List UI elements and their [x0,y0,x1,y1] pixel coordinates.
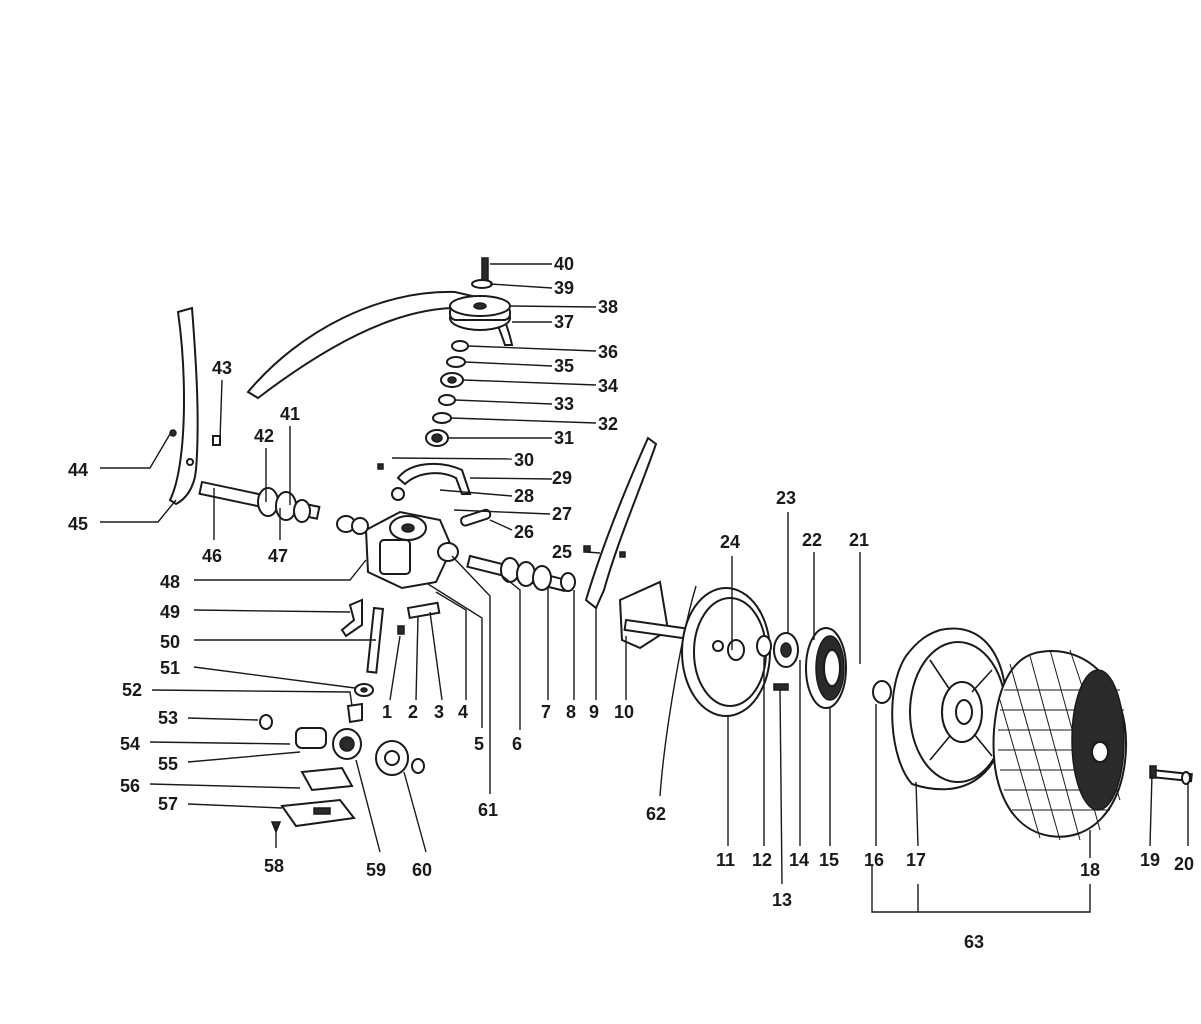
callout-51: 51 [160,658,180,678]
callout-22: 22 [802,530,822,550]
callout-25: 25 [552,542,572,562]
callout-33: 33 [554,394,574,414]
callout-20: 20 [1174,854,1194,874]
callout-38: 38 [598,297,618,317]
callout-24: 24 [720,532,740,552]
callout-49: 49 [160,602,180,622]
callout-41: 41 [280,404,300,424]
callout-18: 18 [1080,860,1100,880]
callout-1: 1 [382,702,392,722]
callout-34: 34 [598,376,618,396]
top-cap-stack [449,257,511,331]
parts-artwork [168,257,1193,841]
leader-lines [100,263,1189,913]
callout-60: 60 [412,860,432,880]
callout-54: 54 [120,734,140,754]
callout-47: 47 [268,546,288,566]
bracket-handle [396,462,472,495]
callout-3: 3 [434,702,444,722]
callout-19: 19 [1140,850,1160,870]
callout-4: 4 [458,702,468,722]
callout-21: 21 [849,530,869,550]
callout-32: 32 [598,414,618,434]
callout-42: 42 [254,426,274,446]
pulley-wheel [681,587,771,717]
callout-61: 61 [478,800,498,820]
callout-48: 48 [160,572,180,592]
drive-shaft-left [198,480,321,523]
callout-43: 43 [212,358,232,378]
callout-12: 12 [752,850,772,870]
tine-right [584,436,658,610]
callout-13: 13 [772,890,792,910]
callout-27: 27 [552,504,572,524]
callout-14: 14 [789,850,809,870]
callout-2: 2 [408,702,418,722]
callout-9: 9 [589,702,599,722]
drive-shaft-right [466,554,576,593]
callout-56: 56 [120,776,140,796]
treaded-tire [992,649,1128,841]
callout-40: 40 [554,254,574,274]
callout-52: 52 [122,680,142,700]
callout-57: 57 [158,794,178,814]
callout-53: 53 [158,708,178,728]
callout-36: 36 [598,342,618,362]
callout-15: 15 [819,850,839,870]
callout-11: 11 [716,850,735,870]
callout-numbers: 1 2 3 4 5 6 7 8 9 10 11 12 13 14 15 16 1… [68,254,1194,952]
gearbox-housing [336,510,459,590]
callout-7: 7 [541,702,551,722]
callout-23: 23 [776,488,796,508]
callout-6: 6 [512,734,522,754]
callout-10: 10 [614,702,634,722]
callout-5: 5 [474,734,484,754]
wheel-rim [891,627,1008,791]
callout-28: 28 [514,486,534,506]
washer-stack [425,340,469,447]
callout-16: 16 [864,850,884,870]
callout-55: 55 [158,754,178,774]
callout-30: 30 [514,450,534,470]
callout-8: 8 [566,702,576,722]
callout-62: 62 [646,804,666,824]
tine-left [168,306,199,506]
callout-46: 46 [202,546,222,566]
callout-58: 58 [264,856,284,876]
callout-44: 44 [68,460,88,480]
callout-17: 17 [906,850,926,870]
callout-39: 39 [554,278,574,298]
callout-50: 50 [160,632,180,652]
callout-31: 31 [554,428,574,448]
callout-45: 45 [68,514,88,534]
callout-63: 63 [964,932,984,952]
callout-59: 59 [366,860,386,880]
callout-29: 29 [552,468,572,488]
callout-26: 26 [514,522,534,542]
callout-35: 35 [554,356,574,376]
callout-37: 37 [554,312,574,332]
